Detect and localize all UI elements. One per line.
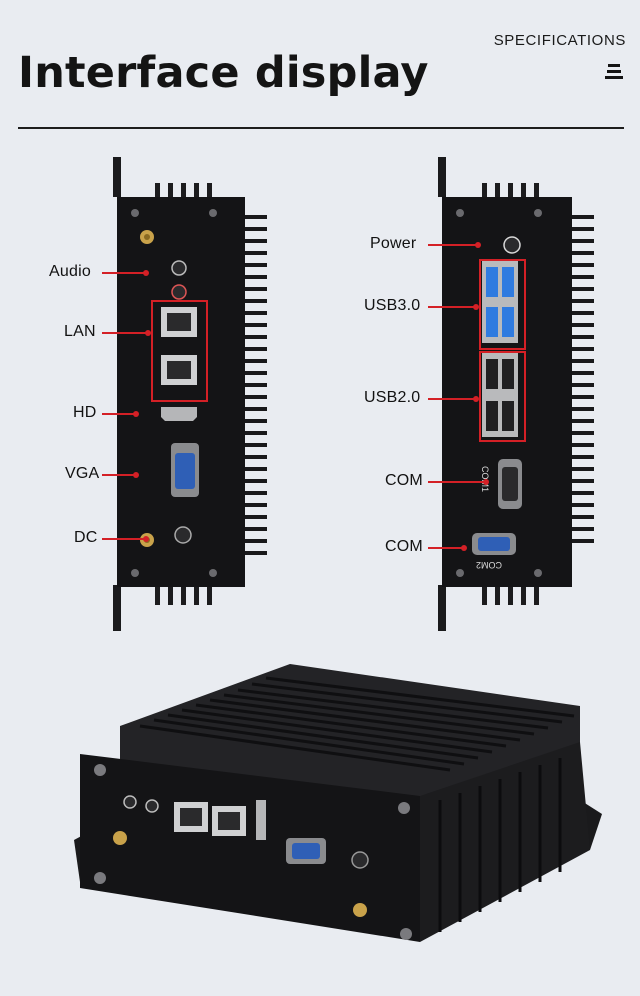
label-usb2: USB2.0 — [364, 389, 421, 406]
label-audio: Audio — [49, 263, 91, 280]
label-com1: COM — [385, 472, 423, 489]
page-title: Interface display — [18, 48, 429, 98]
callout-com1 — [428, 479, 489, 485]
callout-usb2 — [428, 396, 479, 402]
product-3d-image — [74, 664, 602, 942]
hamburger-menu-icon[interactable] — [605, 64, 623, 80]
lan-highlight-box — [151, 300, 208, 402]
usb2-highlight-box — [479, 351, 526, 442]
right-side-panel-image — [438, 157, 594, 631]
callout-usb3 — [428, 304, 479, 310]
com2-port-print: COM2 — [476, 560, 503, 570]
header-divider — [18, 127, 624, 129]
label-hd: HD — [73, 404, 97, 421]
label-power: Power — [370, 235, 417, 252]
callout-dc — [102, 536, 149, 542]
left-side-panel-image — [113, 157, 267, 631]
label-com2: COM — [385, 538, 423, 555]
callout-vga — [102, 472, 139, 478]
usb3-highlight-box — [479, 259, 526, 350]
callout-com2 — [428, 545, 467, 551]
callout-hd — [102, 411, 139, 417]
callout-power — [428, 242, 481, 248]
label-usb3: USB3.0 — [364, 297, 421, 314]
callout-audio — [102, 270, 149, 276]
label-vga: VGA — [65, 465, 100, 482]
specifications-link[interactable]: SPECIFICATIONS — [493, 32, 626, 49]
label-lan: LAN — [64, 323, 96, 340]
callout-lan — [102, 330, 151, 336]
label-dc: DC — [74, 529, 98, 546]
